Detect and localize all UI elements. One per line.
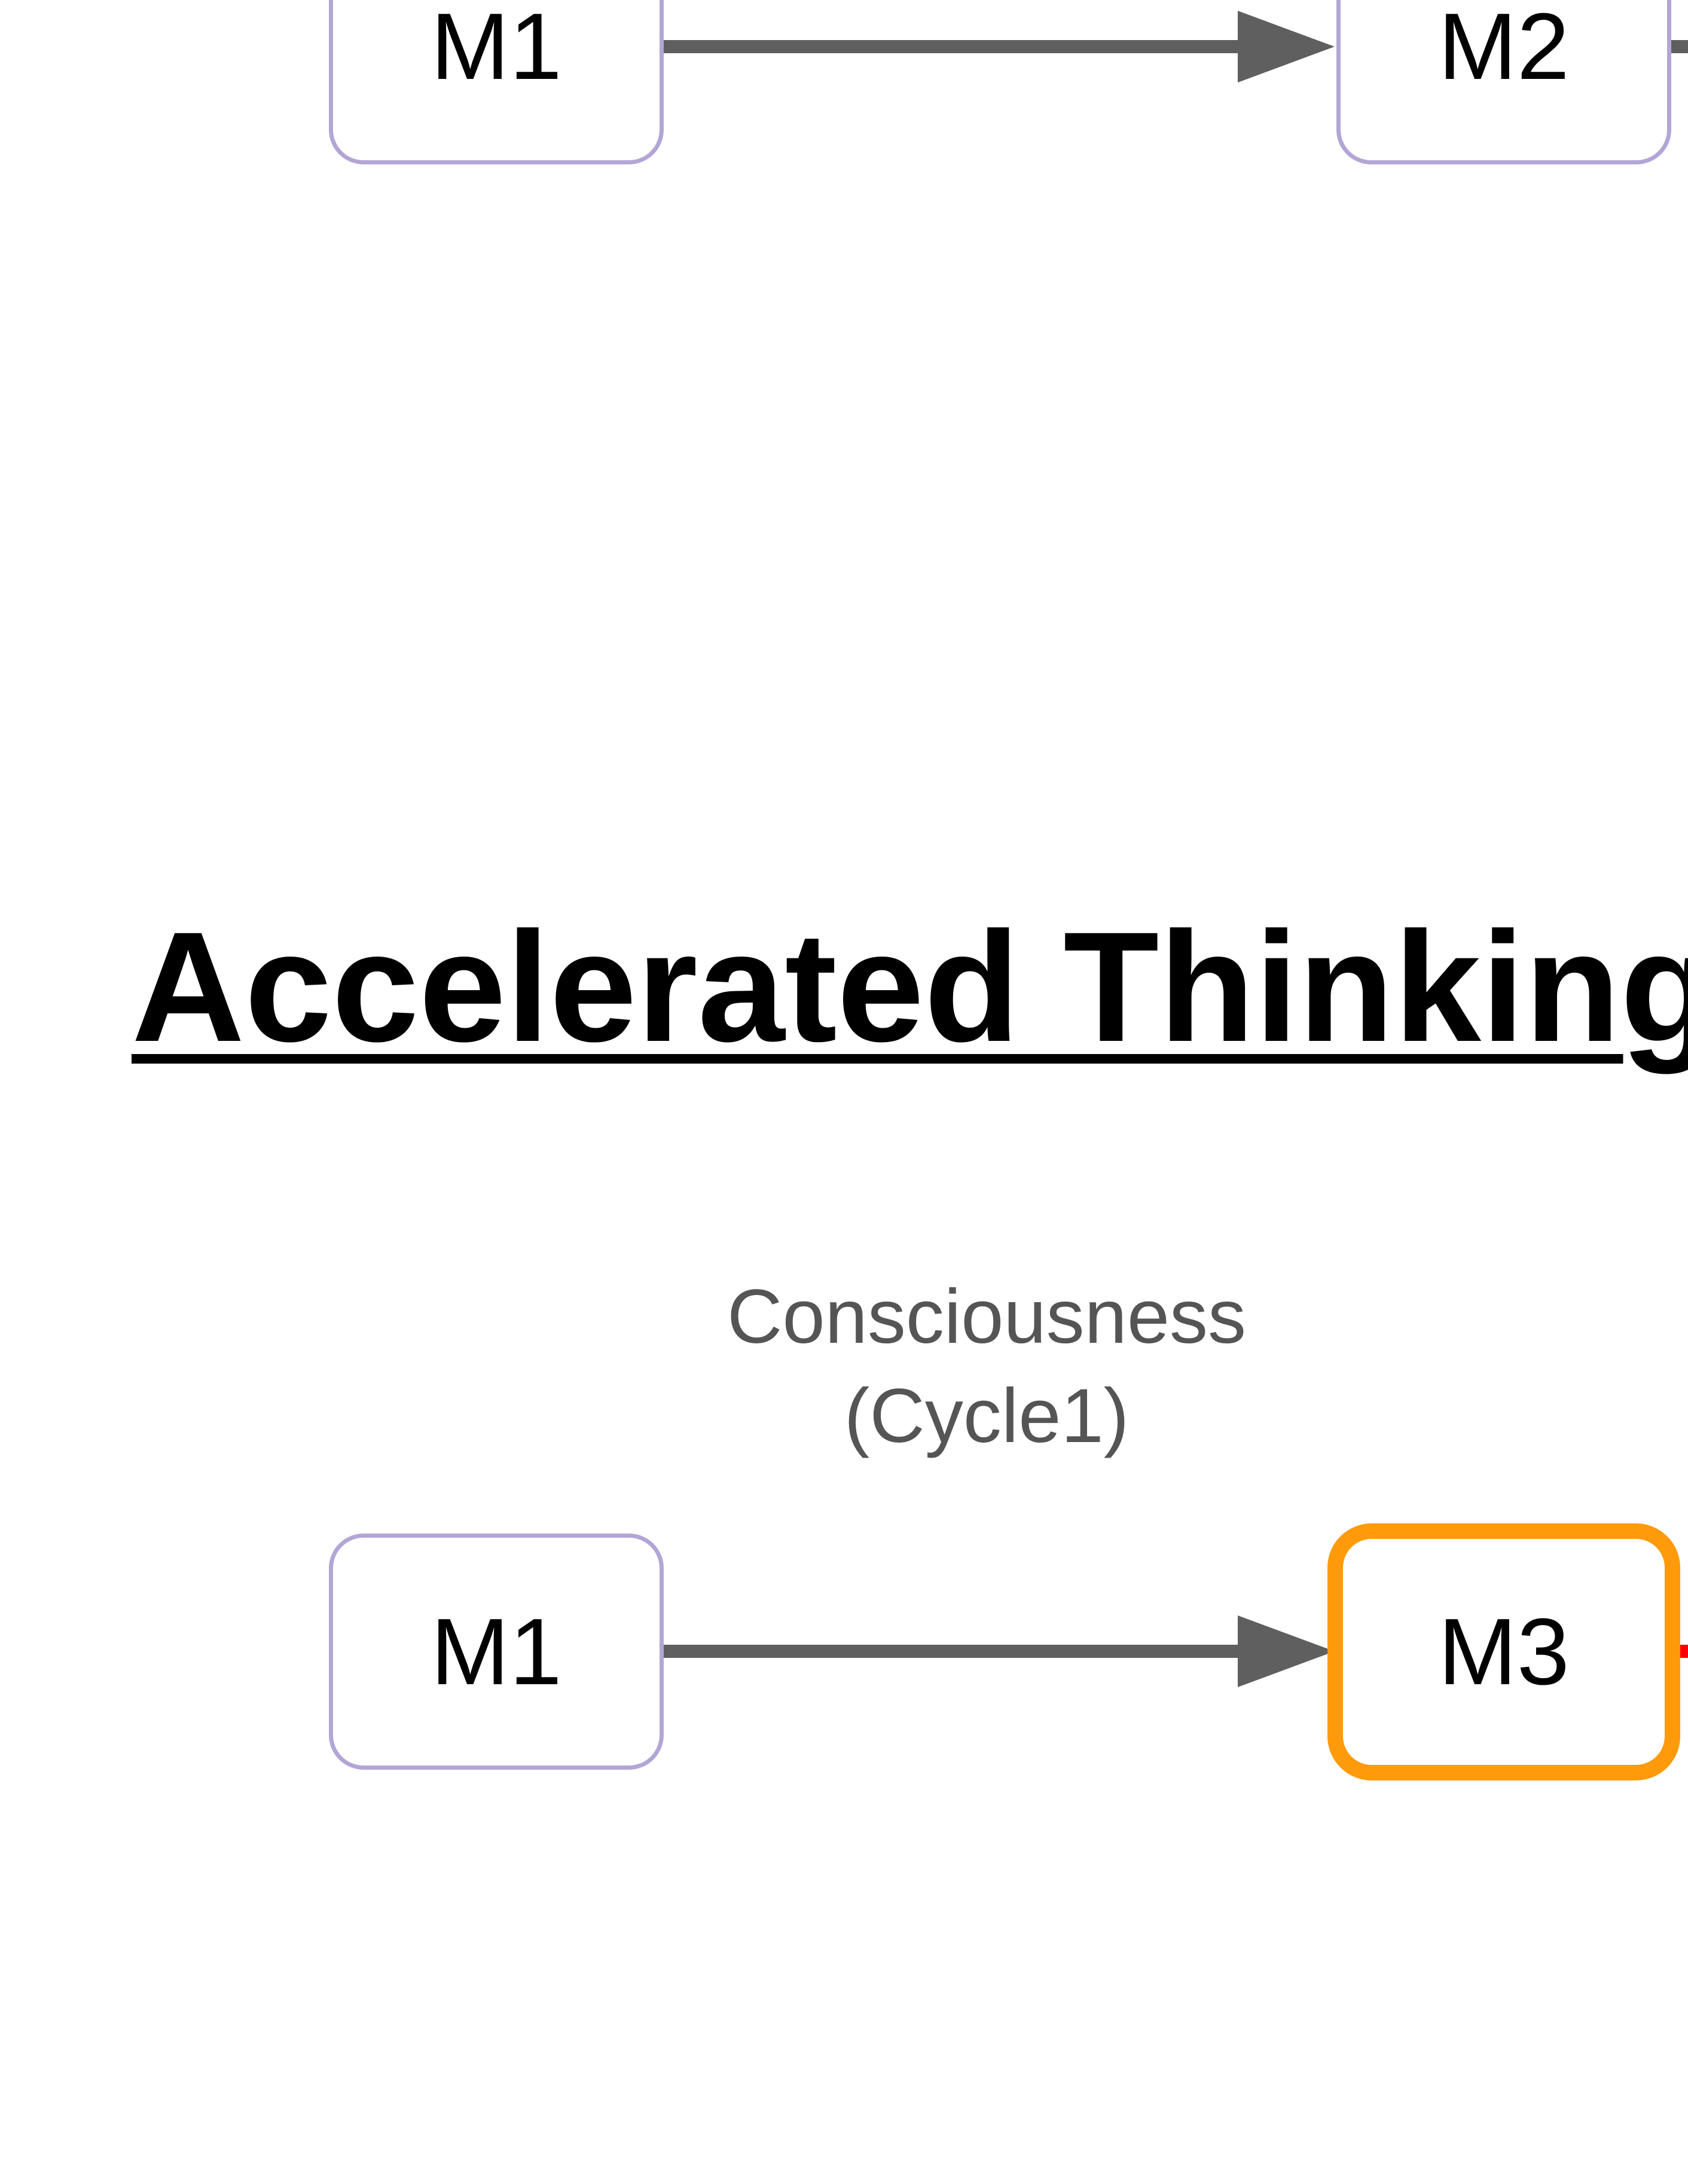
node-m1-bottom: M1 <box>329 1534 664 1770</box>
edge-m1-m3-arrowhead <box>1238 1615 1335 1687</box>
edge-label-line1: Consciousness <box>727 1274 1246 1360</box>
edge-label-consciousness: Consciousness (Cycle1) <box>628 1267 1345 1466</box>
diagram-title: Accelerated Thinking <box>132 899 1688 1074</box>
node-m2-top: M2 <box>1336 0 1671 164</box>
node-m1-top: M1 <box>329 0 664 164</box>
node-m3-bottom: M3 <box>1327 1523 1680 1780</box>
edge-m1-m2-arrowhead <box>1238 11 1335 83</box>
edge-label-line2: (Cycle1) <box>844 1373 1130 1459</box>
